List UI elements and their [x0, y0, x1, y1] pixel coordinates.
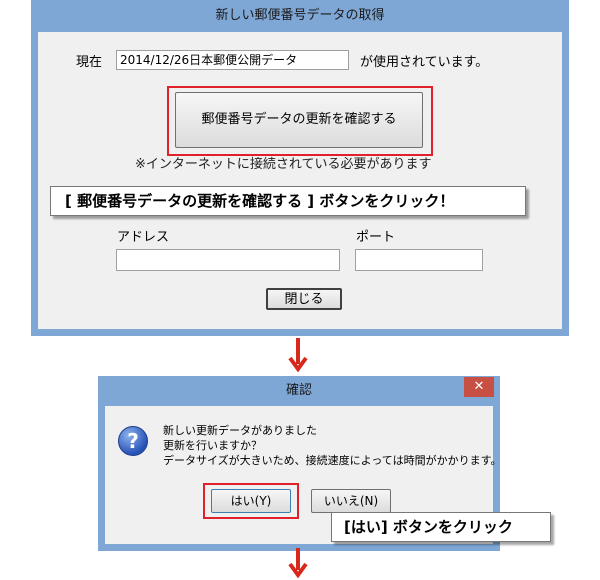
yes-button-highlight — [203, 483, 299, 519]
port-input[interactable] — [355, 249, 483, 271]
port-label: ポート — [356, 230, 396, 245]
address-label: アドレス — [117, 230, 170, 245]
main-dialog-client: 現在 2014/12/26日本郵便公開データ が使用されています。 郵便番号デー… — [38, 32, 562, 329]
internet-note: ※インターネットに接続されている必要があります — [135, 157, 432, 172]
in-use-text: が使用されています。 — [360, 55, 489, 70]
current-label: 現在 — [76, 55, 103, 70]
address-input[interactable] — [116, 249, 340, 271]
confirm-message-line-3: データサイズが大きいため、接続速度によっては時間がかかります。 — [163, 454, 502, 467]
question-icon: ? — [118, 426, 148, 456]
down-arrow-icon — [288, 338, 308, 372]
callout-check-button: [ 郵便番号データの更新を確認する ] ボタンをクリック！ — [50, 186, 526, 216]
confirm-dialog-title: 確認 — [285, 383, 312, 398]
check-button-highlight — [167, 86, 433, 156]
confirm-dialog-client: ? 新しい更新データがありました 更新を行いますか？ データサイズが大きいため、… — [105, 406, 501, 544]
main-dialog-window: 新しい郵便番号データの取得 現在 2014/12/26日本郵便公開データ が使用… — [31, 0, 569, 336]
yes-button[interactable]: はい(Y) — [211, 489, 291, 513]
close-icon[interactable]: ✕ — [464, 377, 494, 397]
down-arrow-icon — [288, 548, 308, 578]
callout-yes-button: [はい] ボタンをクリック — [331, 512, 551, 542]
current-data-field[interactable]: 2014/12/26日本郵便公開データ — [116, 50, 349, 70]
no-button[interactable]: いいえ(N) — [311, 489, 391, 513]
check-update-button[interactable]: 郵便番号データの更新を確認する — [175, 92, 423, 148]
close-button[interactable]: 閉じる — [266, 288, 342, 310]
main-dialog-title: 新しい郵便番号データの取得 — [215, 8, 385, 23]
confirm-message-line-2: 更新を行いますか？ — [163, 439, 262, 452]
confirm-message-line-1: 新しい更新データがありました — [163, 424, 317, 437]
